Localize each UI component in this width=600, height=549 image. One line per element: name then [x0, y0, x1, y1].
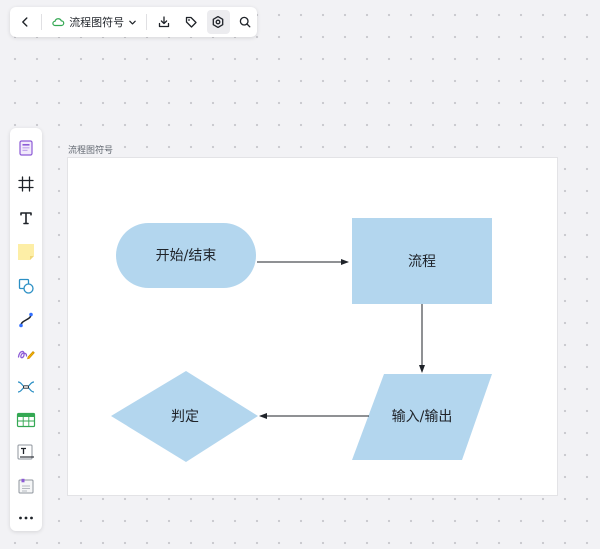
toolbar-divider [146, 14, 148, 30]
top-toolbar: 流程图符号 [10, 7, 257, 37]
sticky-note-icon [18, 244, 34, 260]
pen-tool[interactable] [13, 341, 39, 367]
frame-canvas[interactable]: 开始/结束 流程 输入/输出 判定 [67, 157, 558, 496]
template-icon [19, 140, 33, 156]
doc-card-icon [18, 478, 34, 494]
gear-icon [212, 15, 224, 29]
decision-label: 判定 [171, 409, 199, 425]
process-shape[interactable] [352, 218, 492, 304]
chevron-left-icon [21, 17, 28, 27]
shapes-icon [18, 278, 34, 294]
download-icon [158, 16, 169, 28]
shape-tool[interactable] [13, 273, 39, 299]
toolbar-divider [41, 14, 43, 30]
io-label: 输入/输出 [391, 409, 453, 425]
start-end-label: 开始/结束 [155, 248, 217, 264]
doc-title: 流程图符号 [69, 16, 125, 29]
sticky-note-tool[interactable] [13, 239, 39, 265]
flowchart-diagram [111, 218, 492, 462]
left-toolbar [10, 128, 42, 531]
tag-button[interactable] [179, 10, 202, 34]
frame-icon [18, 176, 34, 192]
settings-button[interactable] [206, 10, 230, 34]
mind-map-tool[interactable] [13, 374, 39, 400]
more-icon [19, 516, 33, 520]
frame-title[interactable]: 流程图符号 [68, 146, 114, 156]
search-icon [240, 16, 251, 28]
io-shape[interactable] [352, 374, 492, 460]
text-tool[interactable] [13, 205, 39, 231]
download-button[interactable] [152, 10, 175, 34]
frame-tool[interactable] [13, 171, 39, 197]
template-tool[interactable] [13, 135, 39, 161]
table-icon [16, 412, 36, 428]
table-tool[interactable] [13, 407, 39, 433]
start-end-shape[interactable] [116, 223, 256, 288]
doc-title-dropdown[interactable]: 流程图符号 [47, 10, 141, 34]
tag-icon [185, 16, 197, 28]
back-button[interactable] [13, 10, 36, 34]
search-button[interactable] [234, 10, 257, 34]
connector-tool[interactable] [13, 307, 39, 333]
chevron-down-icon [129, 20, 136, 24]
process-label: 流程 [408, 254, 436, 270]
cloud-saved-icon [52, 18, 65, 27]
pen-icon [17, 350, 35, 360]
text-icon [20, 212, 32, 225]
text-card-tool[interactable] [13, 439, 39, 465]
text-card-icon [17, 444, 34, 460]
connector-icon [19, 312, 33, 328]
more-tools-button[interactable] [13, 505, 39, 531]
decision-shape[interactable] [111, 371, 258, 462]
doc-card-tool[interactable] [13, 473, 39, 499]
mind-map-icon [17, 381, 35, 393]
